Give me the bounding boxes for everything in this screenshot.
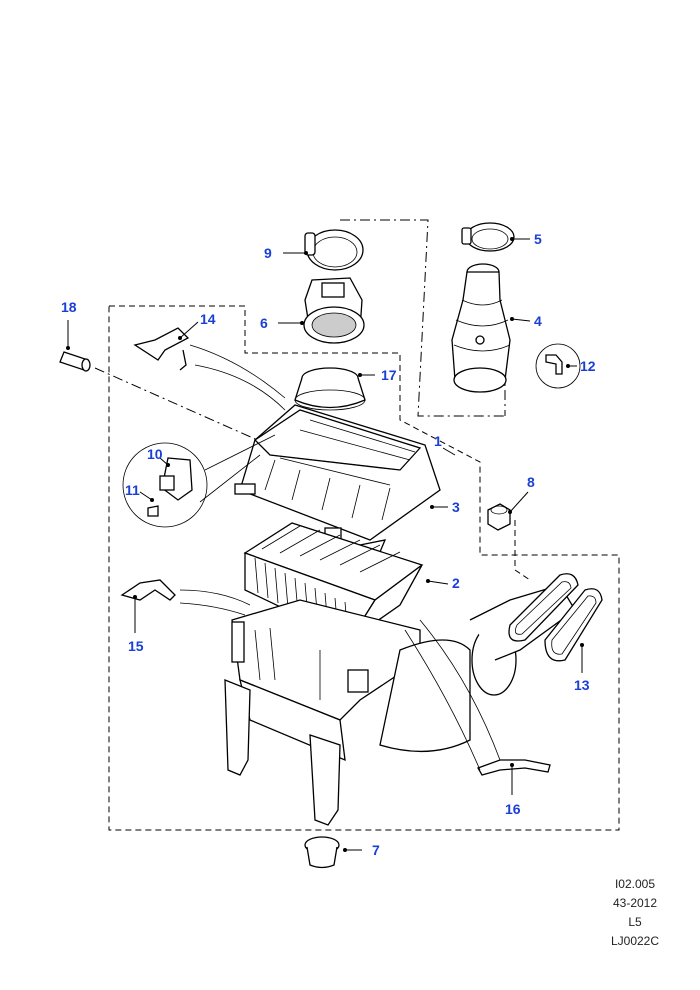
leader-lines	[66, 237, 584, 852]
part-18-insert	[59, 351, 91, 372]
reference-line-2: 43-2012	[612, 896, 658, 910]
callout-7[interactable]: 7	[372, 842, 380, 858]
callout-3[interactable]: 3	[452, 499, 460, 515]
callout-17[interactable]: 17	[381, 367, 397, 383]
callout-4[interactable]: 4	[534, 313, 542, 329]
part-13-seal-ring	[508, 573, 603, 662]
leader-8-dash	[514, 520, 531, 581]
callout-15[interactable]: 15	[128, 638, 144, 654]
part-6-airflow-sensor	[303, 277, 365, 344]
callout-18[interactable]: 18	[61, 299, 77, 315]
detail-inset-10-11	[122, 434, 276, 528]
reference-line-3: L5	[628, 915, 642, 929]
part-3-housing-cover	[234, 404, 441, 557]
callout-11[interactable]: 11	[125, 482, 140, 498]
callout-8[interactable]: 8	[527, 474, 535, 490]
callout-6[interactable]: 6	[260, 315, 268, 331]
reference-block: I02.005 43-2012 L5 LJ0022C	[540, 875, 680, 951]
part-7-grommet	[304, 836, 340, 869]
reference-line-4: LJ0022C	[610, 934, 660, 948]
part-8-nut	[487, 503, 511, 531]
callout-14[interactable]: 14	[200, 311, 216, 327]
callout-2[interactable]: 2	[452, 575, 460, 591]
callout-12[interactable]: 12	[580, 358, 596, 374]
callout-5[interactable]: 5	[534, 231, 542, 247]
callout-16[interactable]: 16	[505, 801, 521, 817]
group-outline-main	[108, 305, 620, 831]
reference-line-1: I02.005	[614, 877, 656, 891]
group-outline-intake	[340, 219, 505, 417]
part-14-clip	[133, 327, 286, 411]
part-16-clip	[404, 619, 551, 776]
part-5-hose-clamp	[461, 222, 515, 252]
part-15-clip	[120, 579, 251, 616]
callout-1[interactable]: 1	[434, 433, 442, 449]
part-4-intake-tube	[451, 263, 511, 393]
callout-10[interactable]: 10	[147, 446, 163, 462]
callout-9[interactable]: 9	[264, 245, 272, 261]
air-cleaner-lower-housing	[224, 584, 576, 826]
part-17-seal	[294, 367, 366, 411]
part-12-elbow-connector	[535, 343, 581, 389]
leader-18-dashdot	[94, 367, 281, 451]
part-9-hose-clamp	[304, 229, 364, 271]
callout-13[interactable]: 13	[574, 677, 590, 693]
